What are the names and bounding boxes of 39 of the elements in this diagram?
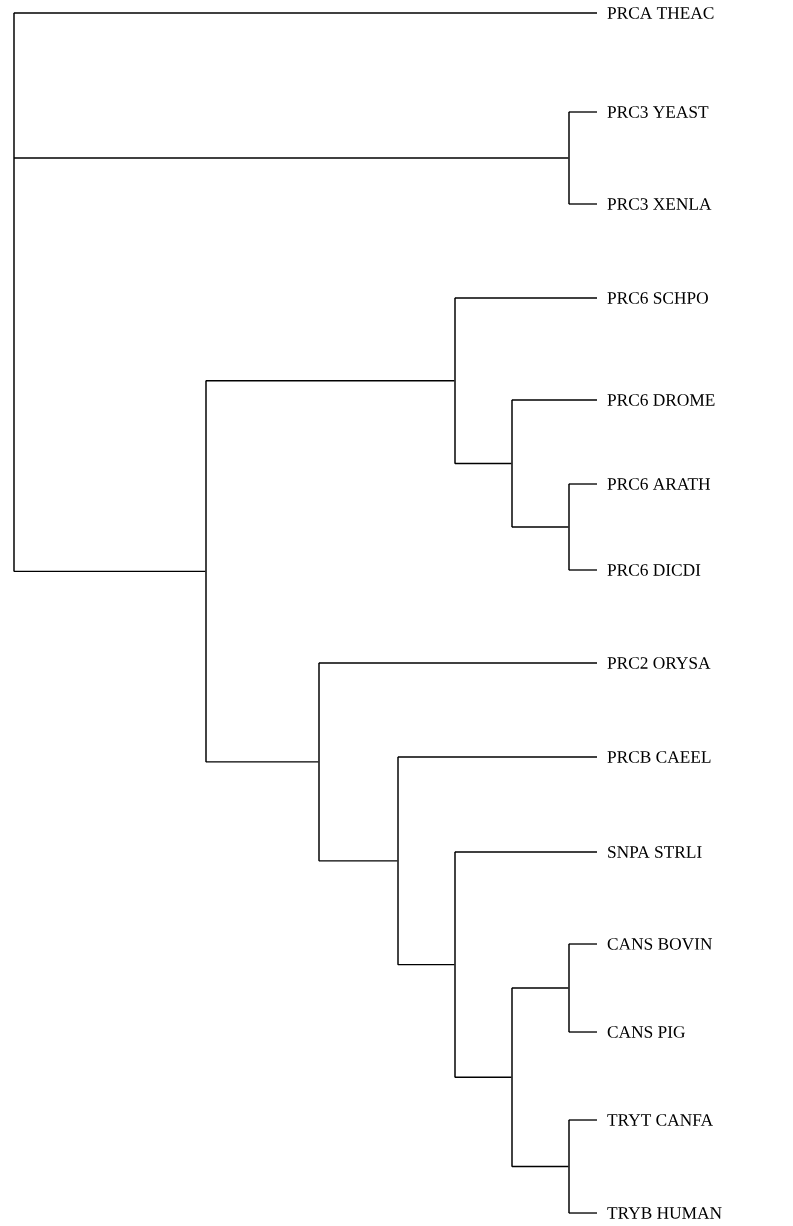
- leaf-label: CANS BOVIN: [607, 938, 713, 950]
- leaf-label: PRC2 ORYSA: [607, 657, 711, 669]
- branch-line: [397, 963, 455, 966]
- branch-line: [13, 157, 569, 159]
- branch-line: [568, 1119, 598, 1121]
- leaf-label: TRYB HUMAN: [607, 1207, 722, 1219]
- branch-line: [568, 1212, 598, 1214]
- branch-line: [454, 1076, 512, 1078]
- branch-line: [318, 860, 398, 862]
- leaf-label: PRC6 DROME: [607, 394, 715, 406]
- branch-line: [454, 851, 598, 853]
- branch-line: [568, 111, 598, 113]
- branch-line: [511, 1165, 569, 1168]
- branch-line: [318, 662, 598, 664]
- leaf-label: TRYT CANFA: [607, 1114, 713, 1126]
- branch-line: [13, 12, 598, 14]
- leaf-label: PRC6 ARATH: [607, 478, 711, 490]
- leaf-label: PRC6 SCHPO: [607, 292, 708, 304]
- leaf-label: PRC6 DICDI: [607, 564, 701, 576]
- leaf-label: PRC3 XENLA: [607, 198, 712, 210]
- branch-line: [454, 297, 598, 299]
- leaf-label: PRCB CAEEL: [607, 751, 711, 763]
- branch-line: [454, 462, 512, 465]
- leaf-label: PRCA THEAC: [607, 7, 714, 19]
- leaf-label: PRC3 YEAST: [607, 106, 709, 118]
- branch-line: [511, 526, 569, 528]
- branch-line: [205, 761, 319, 763]
- branch-line: [511, 987, 569, 989]
- branch-line: [205, 380, 455, 382]
- branch-line: [568, 943, 598, 945]
- branch-line: [397, 756, 598, 758]
- branch-line: [568, 203, 598, 205]
- branch-line: [511, 399, 598, 401]
- branch-line: [568, 483, 598, 485]
- branch-line: [568, 1031, 598, 1033]
- branch-line: [568, 569, 598, 571]
- leaf-label: CANS PIG: [607, 1026, 685, 1038]
- leaf-label: SNPA STRLI: [608, 846, 702, 858]
- branch-line: [13, 570, 206, 572]
